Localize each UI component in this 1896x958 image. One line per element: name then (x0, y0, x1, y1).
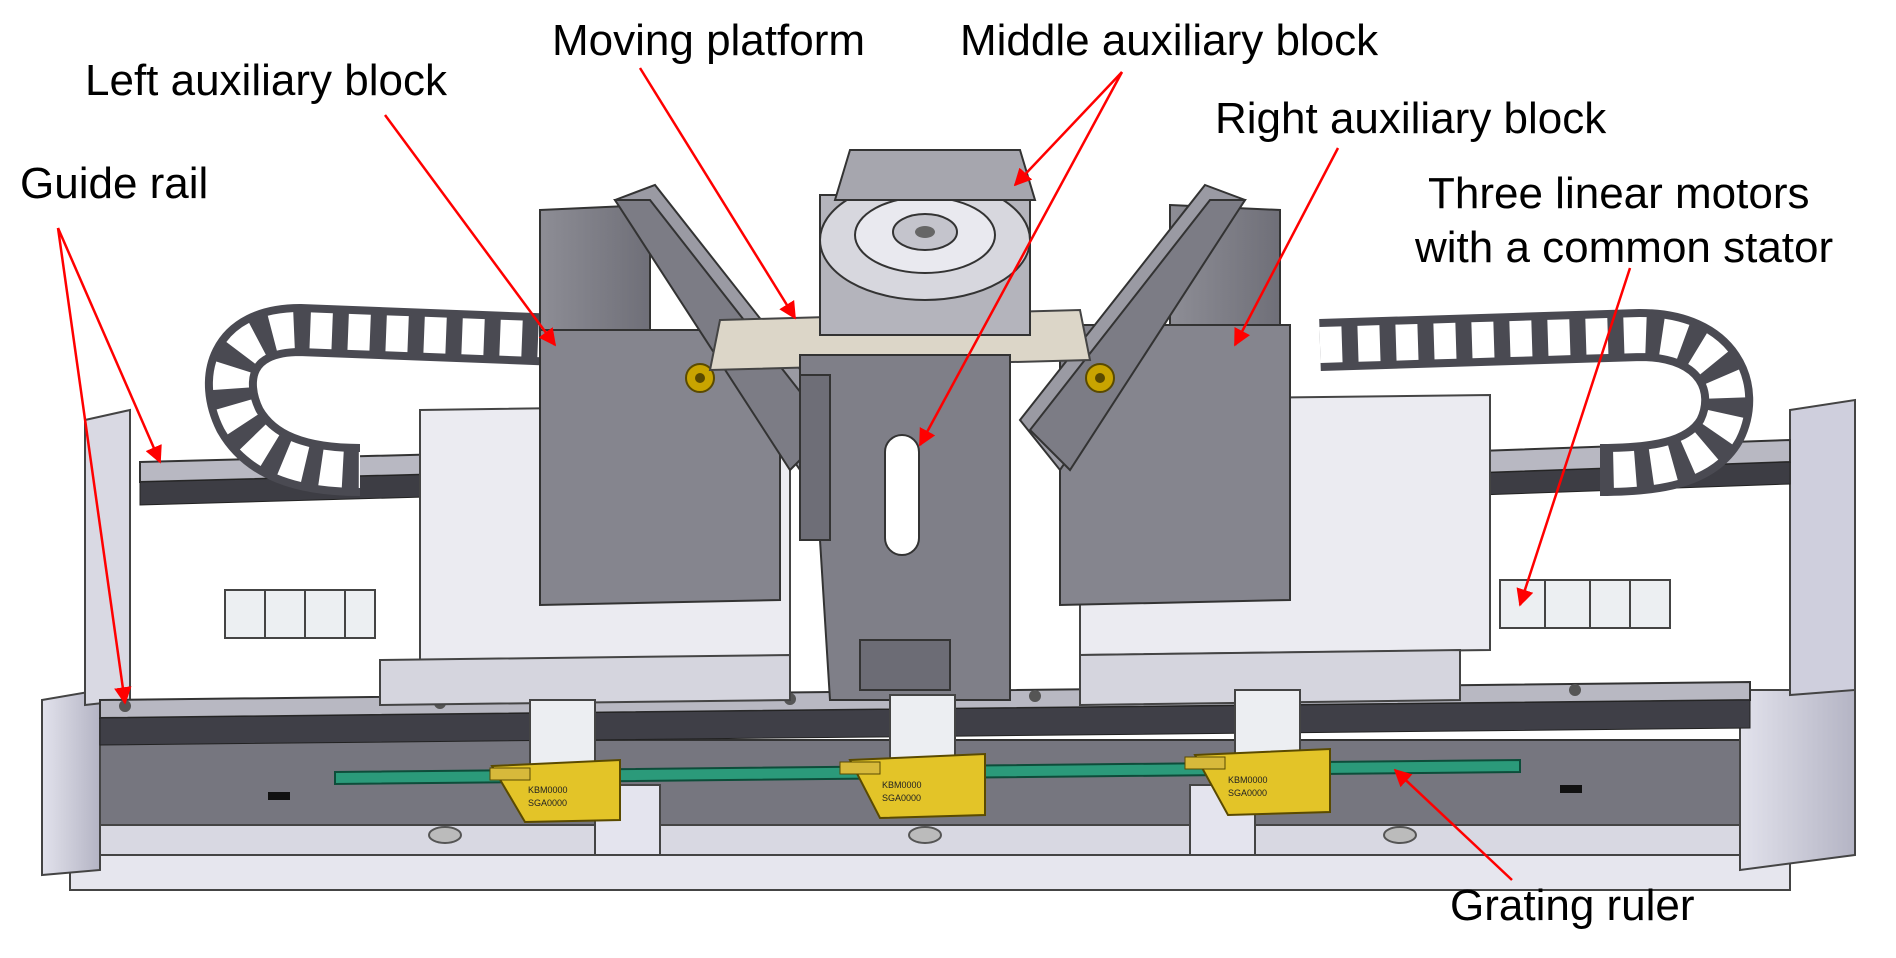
label-three-motors-line2: with a common stator (1414, 223, 1833, 272)
left-auxiliary-block (539, 183, 842, 607)
arrow-left-block (383, 114, 557, 347)
middle-auxiliary-block (799, 149, 1037, 701)
cable-chain-right (1319, 309, 1754, 496)
label-guide-rail: Guide rail (20, 159, 208, 208)
label-right-auxiliary-block: Right auxiliary block (1215, 94, 1607, 143)
arrow-guide-rail-front (56, 227, 132, 705)
cable-chain-left (204, 304, 561, 496)
label-three-motors-line1: Three linear motors (1428, 169, 1809, 218)
label-middle-auxiliary-block: Middle auxiliary block (960, 16, 1379, 65)
arrow-middle-block-upper (1013, 71, 1123, 187)
label-moving-platform: Moving platform (552, 16, 865, 65)
motor-sticker-line2: SGA0000 (882, 793, 921, 803)
motor-sticker-line1: KBM0000 (528, 785, 568, 795)
labels: Moving platform Middle auxiliary block L… (20, 16, 1833, 930)
motor-sticker-line2: SGA0000 (528, 798, 567, 808)
label-left-auxiliary-block: Left auxiliary block (85, 56, 448, 105)
arrow-right-block (1233, 147, 1340, 347)
read-head-left: KBM0000 SGA0000 (489, 699, 621, 824)
arrow-guide-rail-back (56, 227, 162, 464)
right-auxiliary-block (1018, 183, 1291, 607)
arrow-moving-platform (638, 67, 797, 320)
read-head-right: KBM0000 SGA0000 (1184, 689, 1331, 817)
callout-arrows (56, 67, 1632, 881)
label-grating-ruler: Grating ruler (1450, 881, 1695, 930)
arrow-three-motors (1516, 267, 1632, 607)
motor-sticker-line2: SGA0000 (1228, 788, 1267, 798)
moving-platform (708, 179, 1092, 372)
motor-sticker-line1: KBM0000 (882, 780, 922, 790)
read-head-middle: KBM0000 SGA0000 (839, 694, 986, 820)
arrow-middle-block-lower (918, 71, 1124, 447)
motor-sticker-line1: KBM0000 (1228, 775, 1268, 785)
arrow-grating-ruler (1393, 768, 1513, 881)
